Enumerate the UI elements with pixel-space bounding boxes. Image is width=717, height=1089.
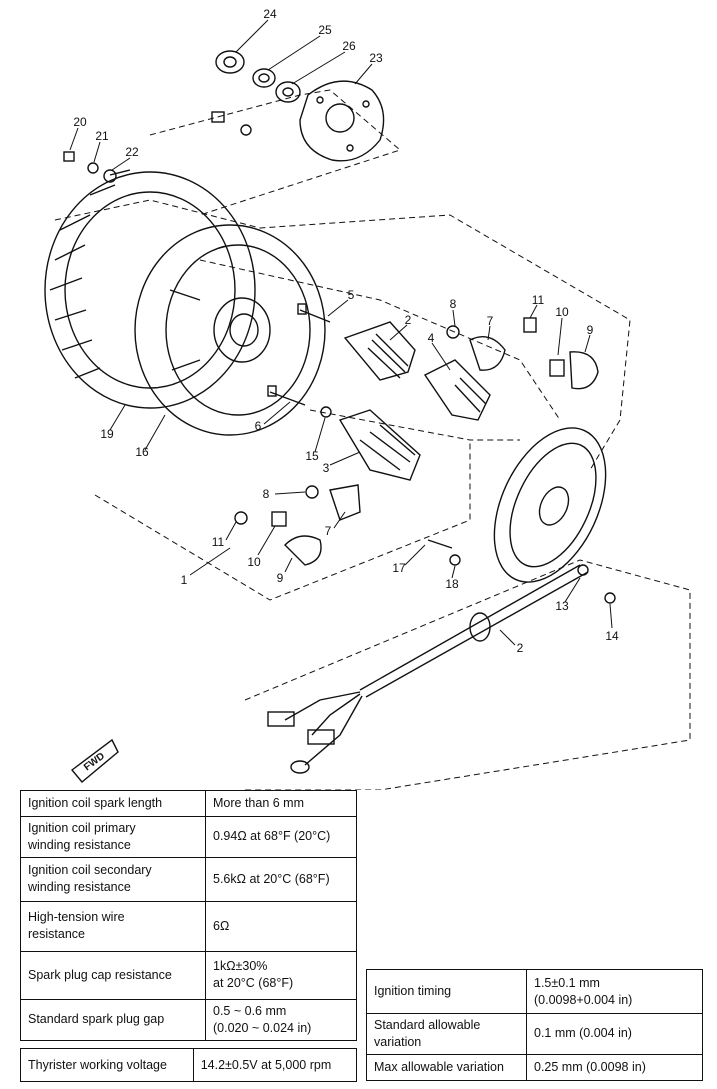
charging-coil-3 [338, 409, 421, 481]
spec-item: Ignition coil primary winding resistance [20, 816, 206, 858]
table-row: Spark plug cap resistance 1kΩ±30% at 20°… [20, 950, 357, 1000]
callout-13: 13 [555, 599, 569, 613]
callout-1: 1 [181, 573, 188, 587]
table-row: Ignition coil primary winding resistance… [20, 816, 357, 858]
ignition-spec-table: Ignition coil spark length More than 6 m… [20, 790, 357, 1041]
table-row: Max allowable variation 0.25 mm (0.0098 … [366, 1053, 703, 1081]
callout-19: 19 [100, 427, 114, 441]
table-row: Ignition timing 1.5±0.1 mm (0.0098+0.004… [366, 969, 703, 1014]
callout-20: 20 [73, 115, 87, 129]
screws-5-6 [267, 303, 331, 406]
callout-18: 18 [445, 577, 459, 591]
callout-22: 22 [125, 145, 139, 159]
small-screws-top [63, 111, 252, 183]
callout-8-upper: 8 [450, 297, 457, 311]
contact-breaker-parts [234, 317, 599, 566]
lead-wire-harness [267, 564, 589, 774]
spec-item: Standard allowable variation [366, 1013, 527, 1055]
callout-15: 15 [305, 449, 319, 463]
callout-3: 3 [323, 461, 330, 475]
spec-value: 0.25 mm (0.0098 in) [526, 1053, 703, 1081]
callout-6: 6 [255, 419, 262, 433]
spec-value: 0.1 mm (0.004 in) [526, 1013, 703, 1055]
spec-value: More than 6 mm [205, 790, 357, 817]
table-row: Thyrister working voltage 14.2±0.5V at 5… [20, 1048, 358, 1082]
spec-item: Max allowable variation [366, 1053, 527, 1081]
thyristor-voltage-table: Thyrister working voltage 14.2±0.5V at 5… [20, 1048, 358, 1082]
exploded-parts-diagram: 24 25 26 23 20 21 22 5 2 8 7 11 10 9 4 6… [44, 7, 691, 790]
spec-item: High-tension wire resistance [20, 900, 206, 952]
spec-item: Ignition coil secondary winding resistan… [20, 856, 206, 902]
callout-23: 23 [369, 51, 383, 65]
callout-11-lower: 11 [212, 535, 225, 549]
callout-2-coil: 2 [405, 313, 412, 327]
table-row: Ignition coil spark length More than 6 m… [20, 790, 357, 817]
ignition-timing-table: Ignition timing 1.5±0.1 mm (0.0098+0.004… [366, 969, 703, 1081]
spec-value: 0.94Ω at 68°F (20°C) [205, 816, 357, 858]
leader-lines [69, 19, 613, 646]
screws-17-18 [427, 539, 616, 604]
spec-item: Thyrister working voltage [20, 1048, 194, 1082]
spec-value: 1kΩ±30% at 20°C (68°F) [205, 950, 357, 1000]
callout-7-lower: 7 [325, 524, 332, 538]
flywheel-magneto [134, 224, 326, 436]
table-row: Standard allowable variation 0.1 mm (0.0… [366, 1013, 703, 1055]
callout-25: 25 [318, 23, 332, 37]
callout-9-lower: 9 [277, 571, 284, 585]
callout-7-upper: 7 [487, 314, 494, 328]
table-row: High-tension wire resistance 6Ω [20, 900, 357, 952]
cooling-fan [44, 169, 256, 409]
spec-item: Ignition timing [366, 969, 527, 1014]
callout-4: 4 [428, 331, 435, 345]
callout-26: 26 [342, 39, 356, 53]
callout-16: 16 [135, 445, 149, 459]
callout-21: 21 [95, 129, 109, 143]
callout-9-upper: 9 [587, 323, 594, 337]
group-boundary-lines [54, 89, 691, 790]
callout-5: 5 [348, 288, 355, 302]
cover-plate [299, 80, 385, 162]
spec-value: 6Ω [205, 900, 357, 952]
source-coil-2 [343, 321, 416, 381]
callout-10-lower: 10 [247, 555, 261, 569]
table-row: Standard spark plug gap 0.5 ~ 0.6 mm (0.… [20, 998, 357, 1041]
callout-8-lower: 8 [263, 487, 270, 501]
callout-14: 14 [605, 629, 619, 643]
callout-24: 24 [263, 7, 277, 21]
flywheel-nut [215, 50, 245, 74]
table-row: Ignition coil secondary winding resistan… [20, 856, 357, 902]
plain-washer [275, 81, 301, 103]
spec-item: Spark plug cap resistance [20, 950, 206, 1000]
fwd-arrow [70, 738, 119, 783]
spec-item: Standard spark plug gap [20, 998, 206, 1041]
spec-item: Ignition coil spark length [20, 790, 206, 817]
spec-value: 14.2±0.5V at 5,000 rpm [192, 1048, 358, 1082]
spec-value: 1.5±0.1 mm (0.0098+0.004 in) [526, 969, 703, 1014]
spring-washer [252, 68, 276, 88]
spec-value: 0.5 ~ 0.6 mm (0.020 ~ 0.024 in) [205, 998, 357, 1041]
callout-11-upper: 11 [532, 293, 545, 307]
spec-value: 5.6kΩ at 20°C (68°F) [205, 856, 357, 902]
stator-base-plate [493, 427, 607, 583]
callout-2-harness: 2 [517, 641, 524, 655]
callout-17: 17 [392, 561, 406, 575]
fwd-label: FWD [82, 751, 107, 773]
callout-10-upper: 10 [555, 305, 569, 319]
pulser-coil-4 [423, 359, 491, 421]
